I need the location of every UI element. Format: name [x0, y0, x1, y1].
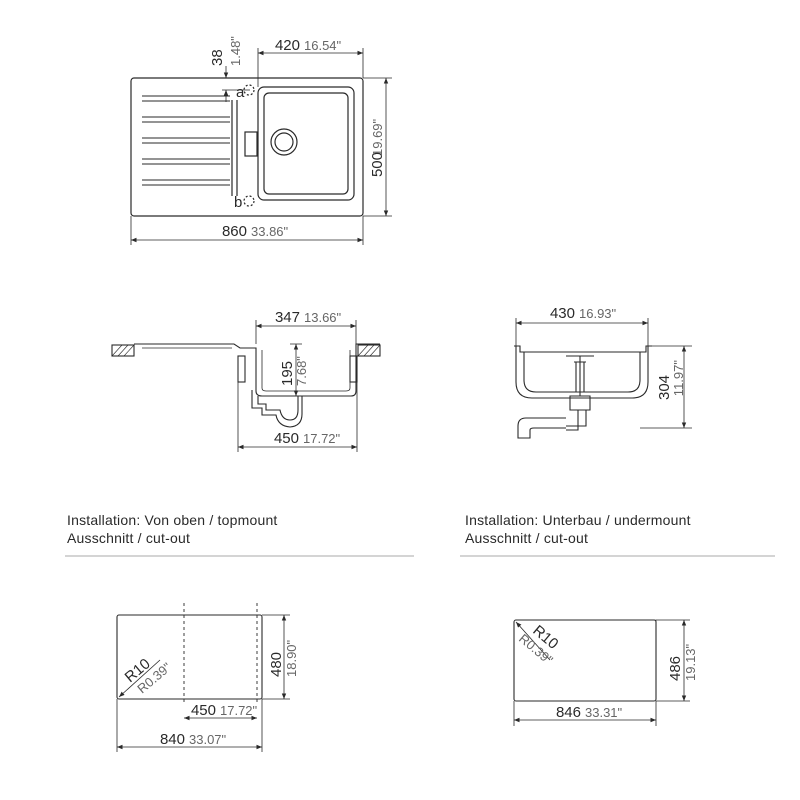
- tap-label-a: a: [236, 84, 245, 101]
- caption-undermount: Installation: Unterbau / undermount Auss…: [465, 511, 691, 547]
- overflow-slot: [244, 131, 258, 157]
- front-depth-inch: 11.97": [671, 360, 686, 397]
- dim-486: [656, 619, 690, 702]
- bowl-inner: [263, 92, 349, 195]
- drainer-edge: [231, 100, 238, 196]
- top-height-value: 500: [369, 152, 386, 177]
- side-bowl-width-inch: 13.66": [304, 310, 342, 325]
- radius-leader-topmount: [118, 659, 161, 698]
- dim-430: [515, 318, 649, 346]
- tap-hole-b: [243, 195, 255, 207]
- side-bowl-width-value: 347: [275, 309, 300, 326]
- sink-profile: [134, 343, 380, 397]
- dim-480: [262, 614, 290, 700]
- drain-outer: [270, 128, 298, 156]
- caption-undermount-line2: Ausschnitt / cut-out: [465, 530, 589, 546]
- front-depth-value: 304: [656, 375, 673, 400]
- undermount-height-inch: 19.13": [683, 643, 698, 681]
- dim-38: [222, 66, 250, 102]
- caption-topmount: Installation: Von oben / topmount Aussch…: [67, 511, 278, 547]
- front-rim: [514, 345, 652, 353]
- caption-topmount-line2: Ausschnitt / cut-out: [67, 530, 191, 546]
- side-view: [111, 320, 381, 452]
- cutout-undermount-rect: [513, 619, 657, 702]
- top-height-inch: 19.69": [370, 118, 385, 156]
- top-view: [130, 48, 392, 245]
- topmount-height-value: 480: [268, 652, 285, 677]
- undermount-height-value: 486: [667, 656, 684, 681]
- top-offset-value: 38: [209, 49, 226, 66]
- front-bowl-outer: [515, 346, 649, 399]
- tap-hole-a: [243, 84, 255, 96]
- drain-inner: [274, 132, 294, 152]
- topmount-width-value: 840: [160, 731, 185, 748]
- dim-860: [130, 216, 364, 245]
- tap-label-b: b: [234, 194, 242, 211]
- cutout-topmount: [116, 603, 290, 752]
- top-bowl-width-value: 420: [275, 37, 300, 54]
- drainer-grooves: [142, 95, 230, 186]
- dim-846: [513, 701, 657, 726]
- front-bowl-inner: [523, 352, 641, 393]
- dim-304: [640, 345, 692, 429]
- front-outlet-pipe: [517, 417, 566, 439]
- sink-outline: [130, 77, 364, 217]
- side-depth-value: 195: [279, 361, 296, 386]
- top-bowl-width-inch: 16.54": [304, 38, 342, 53]
- undermount-width-inch: 33.31": [585, 705, 623, 720]
- undermount-width-value: 846: [556, 704, 581, 721]
- side-cabinet-inch: 17.72": [303, 431, 341, 446]
- top-width-inch: 33.86": [251, 224, 289, 239]
- dim-195: [290, 343, 302, 397]
- caption-topmount-line1: Installation: Von oben / topmount: [67, 512, 278, 528]
- topmount-height-inch: 18.90": [284, 639, 299, 677]
- front-drain: [566, 395, 591, 431]
- cutout-undermount: [513, 619, 690, 726]
- top-width-value: 860: [222, 223, 247, 240]
- worktop-right: [357, 344, 381, 357]
- overflow-riser: [566, 355, 594, 396]
- dim-347: [255, 320, 357, 344]
- topmount-bowl-inch: 17.72": [220, 703, 258, 718]
- caption-undermount-line1: Installation: Unterbau / undermount: [465, 512, 691, 528]
- dim-840: [116, 699, 263, 752]
- topmount-bowl-value: 450: [191, 702, 216, 719]
- side-cabinet-value: 450: [274, 430, 299, 447]
- side-depth-inch: 7.68": [294, 356, 309, 386]
- cabinet-left: [237, 355, 246, 383]
- cutout-topmount-rect: [116, 614, 263, 700]
- dim-450-side: [237, 382, 358, 452]
- top-offset-inch: 1.48": [228, 36, 243, 66]
- dim-420: [257, 48, 364, 87]
- front-view: [514, 318, 692, 439]
- topmount-width-inch: 33.07": [189, 732, 227, 747]
- worktop-left: [111, 344, 135, 357]
- front-width-inch: 16.93": [579, 306, 617, 321]
- cabinet-right: [349, 355, 358, 383]
- front-width-value: 430: [550, 305, 575, 322]
- radius-leader-undermount: [515, 621, 551, 661]
- drain-trap: [251, 390, 303, 428]
- dim-500: [363, 77, 392, 217]
- bowl-outline: [257, 86, 355, 201]
